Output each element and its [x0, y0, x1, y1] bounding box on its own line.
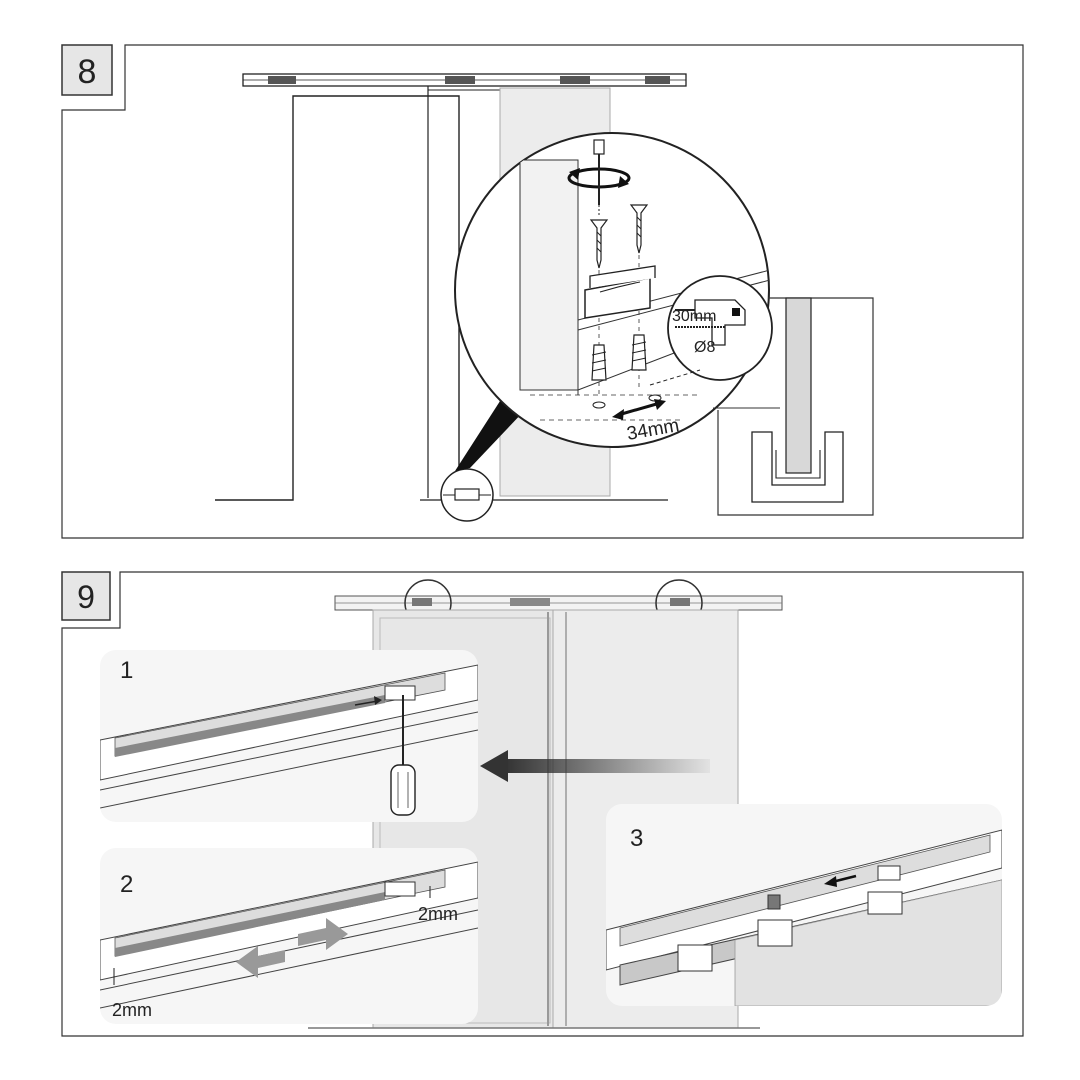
step-8-badge [61, 44, 113, 96]
substep-3-inset: 3 [606, 804, 1002, 1006]
screw-icon [589, 219, 609, 269]
rail-track-step8 [242, 73, 687, 87]
step-8-number: 8 [78, 53, 97, 91]
rail-track-step9 [334, 595, 783, 611]
gap-label-right: 2mm [418, 904, 458, 924]
section-view [713, 297, 874, 516]
spacing-arrow [617, 401, 661, 417]
screw-icon [629, 204, 649, 254]
gap-label-left: 2mm [112, 1000, 152, 1020]
wall-plug-icon [591, 344, 607, 381]
substep-3-number: 3 [630, 825, 643, 852]
wall-plug-icon [631, 334, 647, 371]
drill-diameter-label: Ø8 [694, 339, 715, 356]
step-9-number: 9 [77, 579, 95, 615]
step-9-panel: 9 [61, 571, 1024, 1037]
substep-2-inset: 2 2mm 2mm [100, 848, 478, 1024]
adjust-arrows [236, 918, 348, 978]
direction-arrow [505, 759, 710, 773]
floor-guide-bracket [584, 265, 656, 319]
fixed-door [215, 95, 460, 502]
step-9-badge [61, 571, 111, 621]
screwdriver-icon [390, 695, 416, 816]
screwdriver-bit-icon [593, 139, 605, 215]
step-8-panel: 8 [61, 44, 1024, 539]
magnifier-detail: 34mm 30mm Ø8 [454, 132, 773, 448]
substep-1-number: 1 [120, 657, 133, 684]
substep-1-inset: 1 [100, 650, 478, 822]
drill-icon [675, 299, 746, 346]
drill-depth-label: 30mm [672, 308, 716, 325]
substep-2-number: 2 [120, 871, 133, 898]
drill-detail: 30mm Ø8 [649, 275, 773, 386]
